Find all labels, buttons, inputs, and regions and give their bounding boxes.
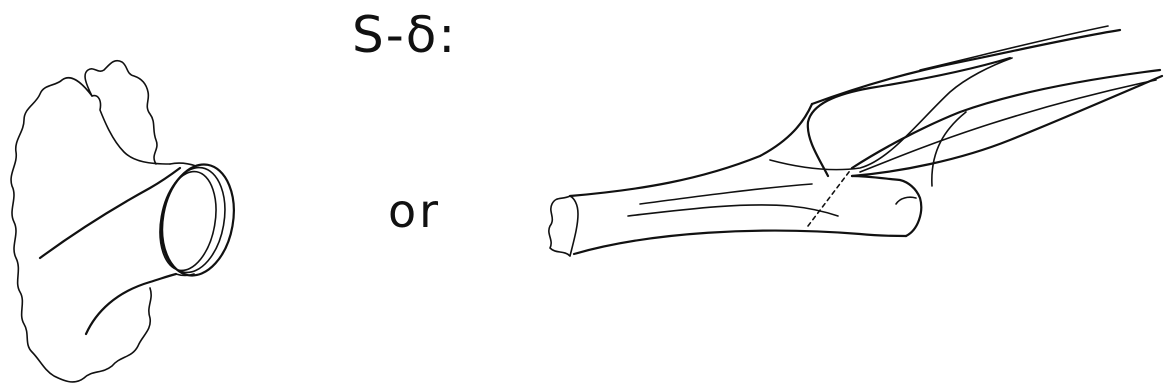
lower-branch-rim xyxy=(932,112,966,186)
torn-membrane-outline xyxy=(11,61,157,382)
tube-stump xyxy=(549,196,578,256)
hidden-edge xyxy=(808,168,852,226)
trunk-upper-edge xyxy=(570,104,812,196)
junction-cap-inner xyxy=(896,197,916,204)
label-s-delta: S-δ: xyxy=(352,10,457,60)
lower-branch-top-2 xyxy=(860,80,1156,172)
trunk-inner-line xyxy=(628,205,838,216)
tube-top-connector xyxy=(170,163,196,166)
lower-branch-bottom xyxy=(852,76,1162,176)
membrane-fold xyxy=(92,96,170,164)
junction-cap xyxy=(852,176,921,236)
tube-upper-edge xyxy=(40,168,180,258)
trunk-inner-line-2 xyxy=(640,184,812,204)
branching-tube-sketch xyxy=(549,26,1162,256)
upper-branch-top xyxy=(812,30,1120,104)
upper-branch-bottom xyxy=(808,58,1010,176)
trunk-lower-edge xyxy=(574,231,906,254)
label-or: or xyxy=(388,188,441,234)
tube-lower-edge xyxy=(86,274,176,334)
upper-branch-top-2 xyxy=(920,26,1108,70)
membrane-tube-sketch xyxy=(11,61,242,382)
